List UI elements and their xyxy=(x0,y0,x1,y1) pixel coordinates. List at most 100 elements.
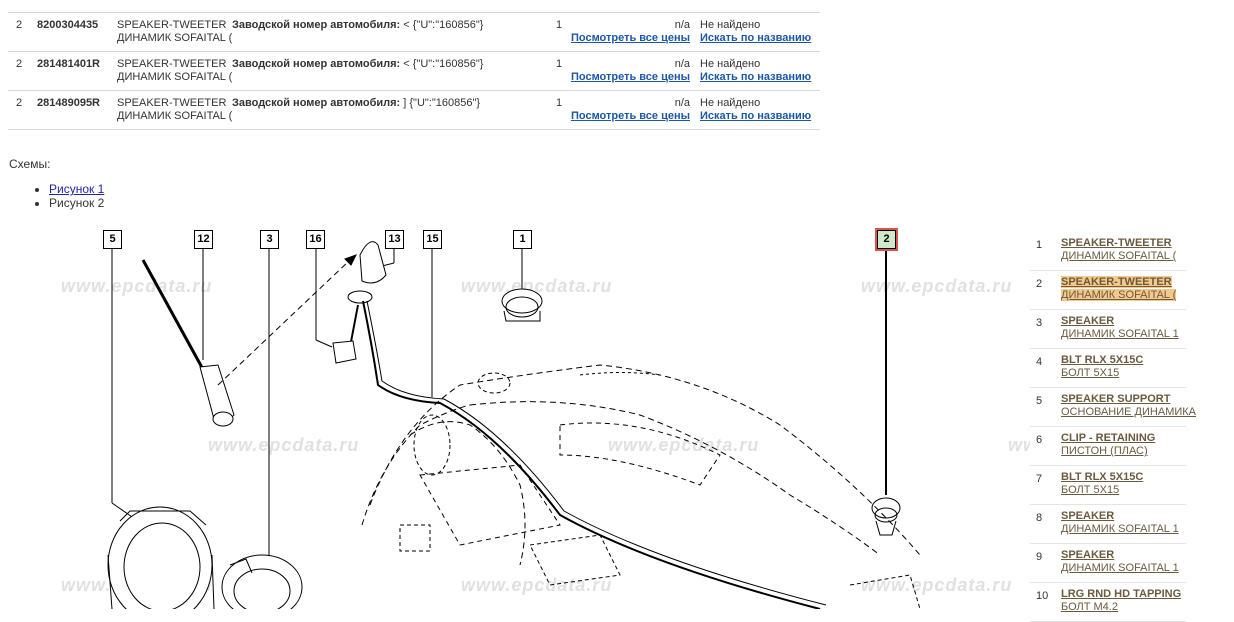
parts-diagram: www.epcdata.ru www.epcdata.ru www.epcdat… xyxy=(0,225,1030,609)
side-list-item[interactable]: 10 LRG RND HD TAPPING БОЛТ M4.2 xyxy=(1030,583,1186,622)
watermark: www.epcdata.ru xyxy=(61,276,213,296)
part-name-ru: ДИНАМИК SOFAITAL ( xyxy=(117,71,233,83)
part-count: 1 xyxy=(556,97,563,109)
side-item-number: 6 xyxy=(1036,434,1043,446)
side-list-item[interactable]: 3 SPEAKER ДИНАМИК SOFAITAL 1 xyxy=(1030,310,1186,349)
watermark: www.epcdata.ru xyxy=(1008,435,1030,455)
side-item-number: 4 xyxy=(1036,356,1043,368)
part-price-value: n/a xyxy=(674,19,690,31)
part-price-value: n/a xyxy=(674,97,690,109)
side-item-name-ru[interactable]: ДИНАМИК SOFAITAL ( xyxy=(1061,289,1177,301)
search-by-name-link[interactable]: Искать по названию xyxy=(700,110,812,122)
watermark: www.epcdata.ru xyxy=(461,575,613,595)
part-qty: 2 xyxy=(16,19,23,31)
part-note: Заводской номер автомобиля: ] {"U":"1608… xyxy=(232,97,480,110)
watermark: www.epcdata.ru xyxy=(208,435,360,455)
callout-5[interactable]: 5 xyxy=(103,230,122,249)
part-number: 281481401R xyxy=(37,58,101,70)
side-list-item[interactable]: 8 SPEAKER ДИНАМИК SOFAITAL 1 xyxy=(1030,505,1186,544)
scheme-label-2: Рисунок 2 xyxy=(49,196,105,210)
schemes-list: Рисунок 1 Рисунок 2 xyxy=(33,182,104,210)
diagram-parts-list: 1 SPEAKER-TWEETER ДИНАМИК SOFAITAL (2 SP… xyxy=(1030,232,1196,622)
side-item-name-en[interactable]: CLIP - RETAINING xyxy=(1061,432,1156,444)
part-note-label: Заводской номер автомобиля: xyxy=(232,58,401,70)
side-item-number: 8 xyxy=(1036,512,1043,524)
side-item-name-ru[interactable]: БОЛТ M4.2 xyxy=(1061,601,1118,613)
side-item-name-en[interactable]: SPEAKER xyxy=(1061,510,1115,522)
side-item-name-en[interactable]: BLT RLX 5X15C xyxy=(1061,471,1144,483)
side-item-name-ru[interactable]: БОЛТ 5X15 xyxy=(1061,484,1120,496)
side-item-name-en[interactable]: SPEAKER-TWEETER xyxy=(1061,276,1172,288)
side-item-name-ru[interactable]: ДИНАМИК SOFAITAL 1 xyxy=(1061,562,1179,574)
side-item-name-en[interactable]: SPEAKER SUPPORT xyxy=(1061,393,1171,405)
side-list-item[interactable]: 6 CLIP - RETAINING ПИСТОН (ПЛАС) xyxy=(1030,427,1186,466)
part-note: Заводской номер автомобиля: < {"U":"1608… xyxy=(232,19,483,32)
part-note: Заводской номер автомобиля: < {"U":"1608… xyxy=(232,58,483,71)
callout-1[interactable]: 1 xyxy=(513,230,532,249)
side-item-name-en[interactable]: SPEAKER xyxy=(1061,315,1115,327)
side-item-name-en[interactable]: BLT RLX 5X15C xyxy=(1061,354,1144,366)
side-list-item[interactable]: 9 SPEAKER ДИНАМИК SOFAITAL 1 xyxy=(1030,544,1186,583)
side-item-name-en[interactable]: SPEAKER-TWEETER xyxy=(1061,237,1172,249)
callout-16[interactable]: 16 xyxy=(306,230,325,249)
view-prices-link[interactable]: Посмотреть все цены xyxy=(570,110,690,122)
watermark: www.epcdata.ru xyxy=(461,276,613,296)
watermark: www.epcdata.ru xyxy=(861,276,1013,296)
callout-12[interactable]: 12 xyxy=(194,230,213,249)
side-item-name-ru[interactable]: ОСНОВАНИЕ ДИНАМИКА xyxy=(1061,406,1197,418)
part-note-label: Заводской номер автомобиля: xyxy=(232,19,401,31)
side-item-number: 2 xyxy=(1036,278,1043,290)
part-status-value: Не найдено xyxy=(700,58,761,70)
side-list-item[interactable]: 1 SPEAKER-TWEETER ДИНАМИК SOFAITAL ( xyxy=(1030,232,1186,271)
side-item-name-ru[interactable]: ДИНАМИК SOFAITAL ( xyxy=(1061,250,1177,262)
side-item-name-ru[interactable]: БОЛТ 5X15 xyxy=(1061,367,1120,379)
side-list-item[interactable]: 4 BLT RLX 5X15C БОЛТ 5X15 xyxy=(1030,349,1186,388)
side-list-item[interactable]: 2 SPEAKER-TWEETER ДИНАМИК SOFAITAL ( xyxy=(1030,271,1186,310)
side-item-number: 9 xyxy=(1036,551,1043,563)
side-item-name-ru[interactable]: ДИНАМИК SOFAITAL 1 xyxy=(1061,523,1179,535)
side-list-item[interactable]: 7 BLT RLX 5X15C БОЛТ 5X15 xyxy=(1030,466,1186,505)
side-item-number: 1 xyxy=(1036,239,1043,251)
part-status-value: Не найдено xyxy=(700,19,761,31)
scheme-item-1[interactable]: Рисунок 1 xyxy=(49,182,104,196)
side-item-name-en[interactable]: SPEAKER xyxy=(1061,549,1115,561)
view-prices-link[interactable]: Посмотреть все цены xyxy=(570,71,690,83)
part-note-value: < {"U":"160856"} xyxy=(400,19,484,31)
part-qty: 2 xyxy=(16,58,23,70)
part-qty: 2 xyxy=(16,97,23,109)
side-list-item[interactable]: 5 SPEAKER SUPPORT ОСНОВАНИЕ ДИНАМИКА xyxy=(1030,388,1196,427)
part-number: 281489095R xyxy=(37,97,101,109)
watermark: www.epcdata.ru xyxy=(608,435,760,455)
part-count: 1 xyxy=(556,58,563,70)
side-item-number: 3 xyxy=(1036,317,1043,329)
scheme-item-2: Рисунок 2 xyxy=(49,196,104,210)
part-price-value: n/a xyxy=(674,58,690,70)
search-by-name-link[interactable]: Искать по названию xyxy=(700,32,812,44)
part-note-value: < {"U":"160856"} xyxy=(400,58,484,70)
part-name-en: SPEAKER-TWEETER xyxy=(117,97,227,109)
view-prices-link[interactable]: Посмотреть все цены xyxy=(570,32,690,44)
callout-2-selected[interactable]: 2 xyxy=(875,228,898,251)
part-count: 1 xyxy=(556,19,563,31)
side-item-name-en[interactable]: LRG RND HD TAPPING xyxy=(1061,588,1182,600)
part-name-en: SPEAKER-TWEETER xyxy=(117,19,227,31)
side-item-number: 7 xyxy=(1036,473,1043,485)
side-item-name-ru[interactable]: ДИНАМИК SOFAITAL 1 xyxy=(1061,328,1179,340)
search-by-name-link[interactable]: Искать по названию xyxy=(700,71,812,83)
callout-15[interactable]: 15 xyxy=(423,230,442,249)
part-note-value: ] {"U":"160856"} xyxy=(400,97,481,109)
part-name-ru: ДИНАМИК SOFAITAL ( xyxy=(117,110,233,122)
callout-3[interactable]: 3 xyxy=(260,230,279,249)
scheme-link-1[interactable]: Рисунок 1 xyxy=(49,182,105,196)
callout-13[interactable]: 13 xyxy=(385,230,404,249)
side-item-name-ru[interactable]: ПИСТОН (ПЛАС) xyxy=(1061,445,1148,457)
